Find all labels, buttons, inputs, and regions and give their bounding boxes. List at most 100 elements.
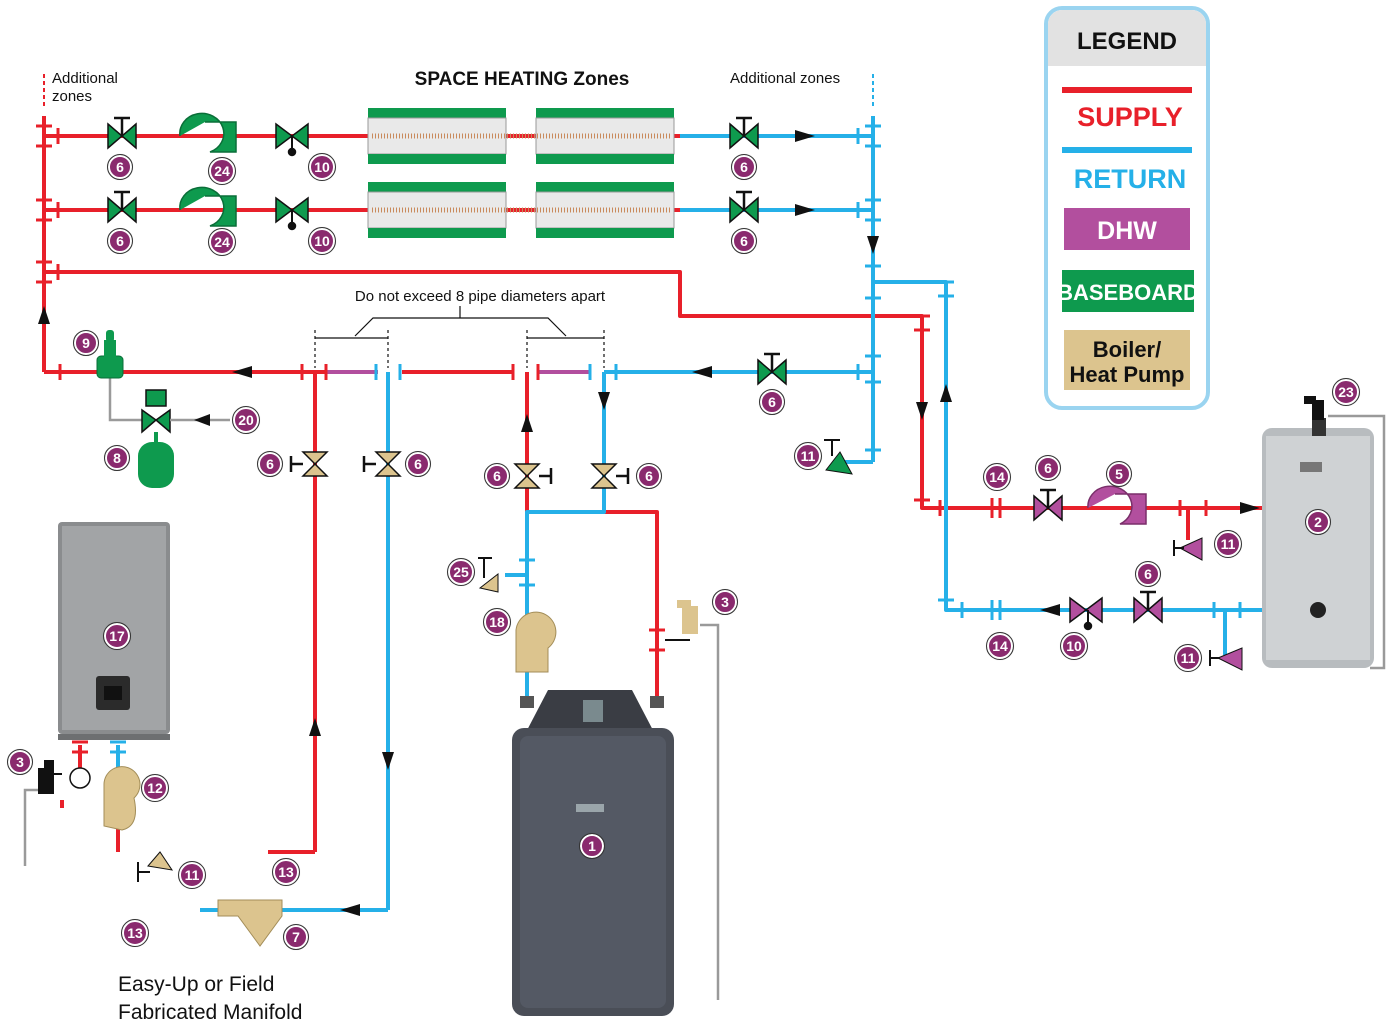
svg-text:6: 6	[740, 233, 748, 249]
heat-pump-circulator	[103, 766, 141, 831]
svg-text:10: 10	[1066, 638, 1082, 654]
svg-text:18: 18	[489, 614, 505, 630]
zone-circulator-2	[179, 186, 237, 227]
callout-badge-ring	[141, 774, 169, 802]
callout-badge-ring	[7, 749, 33, 775]
callout-badge: 13	[121, 919, 149, 947]
callout-badge: 11	[1174, 644, 1202, 672]
svg-text:10: 10	[314, 159, 330, 175]
svg-text:11: 11	[801, 448, 816, 464]
callout-badge: 6	[636, 463, 662, 489]
manifold-label-line2: Fabricated Manifold	[118, 1001, 302, 1024]
legend-return: RETURN	[1074, 164, 1187, 194]
additional-zones-left-line1: Additional	[52, 70, 118, 87]
diagram-title: SPACE HEATING Zones	[415, 69, 630, 90]
spacing-note: Do not exceed 8 pipe diameters apart	[355, 288, 606, 305]
svg-text:6: 6	[740, 159, 748, 175]
callout-badge-ring	[272, 858, 300, 886]
callout-badge-ring	[483, 608, 511, 636]
baseboard-heater	[367, 182, 675, 238]
legend-dhw: DHW	[1097, 217, 1157, 245]
callout-badge-ring	[484, 463, 510, 489]
legend-boiler-swatch	[1064, 330, 1190, 390]
zone-circulator-1	[179, 112, 237, 153]
callout-badge-ring	[1135, 561, 1161, 587]
svg-text:25: 25	[453, 564, 469, 580]
legend-boiler-line1: Boiler/	[1093, 337, 1161, 362]
svg-text:3: 3	[721, 594, 729, 610]
callout-badge: 3	[712, 589, 738, 615]
callout-badge: 12	[141, 774, 169, 802]
callout-badge: 10	[1060, 632, 1088, 660]
svg-text:6: 6	[645, 468, 653, 484]
callout-badge: 6	[107, 228, 133, 254]
callout-badge: 5	[1106, 461, 1132, 487]
callout-badge: 23	[1332, 378, 1360, 406]
svg-text:6: 6	[116, 159, 124, 175]
callout-badge: 6	[484, 463, 510, 489]
callout-badge: 1	[579, 833, 605, 859]
dhw-drain-valve-supply	[1173, 537, 1203, 561]
additional-zones-right: Additional zones	[730, 70, 840, 87]
isolation-valve-zone2-supply	[107, 190, 137, 224]
legend-boiler-line2: Heat Pump	[1070, 362, 1185, 387]
legend-baseboard: BASEBOARD	[1057, 280, 1199, 305]
svg-text:11: 11	[1181, 650, 1196, 666]
callout-badge: 8	[104, 445, 130, 471]
legend-heading: LEGEND	[1077, 28, 1177, 55]
callout-badge: 24	[208, 157, 236, 185]
callout-badge: 6	[731, 154, 757, 180]
callout-badge: 11	[794, 442, 822, 470]
svg-text:23: 23	[1338, 384, 1354, 400]
dhw-isolation-valve-return	[1133, 590, 1163, 624]
callout-badge-ring	[636, 463, 662, 489]
svg-text:11: 11	[1221, 536, 1236, 552]
callout-badge: 13	[272, 858, 300, 886]
boiler	[512, 690, 674, 1016]
pressure-gauge	[69, 767, 91, 789]
callout-badge-ring	[308, 153, 336, 181]
callout-badge-ring	[121, 919, 149, 947]
callout-badge-ring	[107, 228, 133, 254]
callout-badge: 10	[308, 227, 336, 255]
callout-badge: 9	[73, 330, 99, 356]
relief-discharge-lines	[23, 375, 1386, 1000]
callout-badge-ring	[1060, 632, 1088, 660]
svg-text:12: 12	[147, 780, 163, 796]
callout-badge: 20	[232, 406, 260, 434]
pipe-fittings	[36, 124, 1208, 754]
svg-text:6: 6	[493, 468, 501, 484]
callout-badge-ring	[308, 227, 336, 255]
legend-dhw-swatch	[1064, 208, 1190, 250]
callout-badge: 24	[208, 228, 236, 256]
callout-badge-ring	[579, 833, 605, 859]
callout-badge-ring	[73, 330, 99, 356]
callout-badge-ring	[104, 445, 130, 471]
callout-badge-ring	[257, 451, 283, 477]
callout-badge: 17	[103, 622, 131, 650]
spacing-bracket	[314, 306, 605, 368]
dhw-isolation-valve-supply	[1033, 488, 1063, 522]
callout-badge-ring	[1214, 530, 1242, 558]
callout-badge-ring	[405, 451, 431, 477]
callout-badge: 10	[308, 153, 336, 181]
callout-badge: 6	[257, 451, 283, 477]
svg-text:1: 1	[588, 838, 596, 854]
callout-badge: 11	[1214, 530, 1242, 558]
svg-text:24: 24	[214, 163, 230, 179]
svg-text:6: 6	[1044, 460, 1052, 476]
boiler-circulator	[515, 611, 557, 673]
svg-text:6: 6	[266, 456, 274, 472]
baseboard-heater	[367, 108, 675, 164]
return-drain-valve	[824, 439, 853, 475]
isolation-valve-boiler-return-left	[362, 451, 402, 477]
callout-badge-ring	[178, 861, 206, 889]
svg-text:11: 11	[185, 867, 200, 883]
svg-text:13: 13	[278, 864, 294, 880]
callout-badge: 6	[107, 154, 133, 180]
callout-badge-ring	[1174, 644, 1202, 672]
callout-badge: 14	[986, 632, 1014, 660]
callout-badge: 6	[1035, 455, 1061, 481]
return-pipe-fittings	[110, 124, 1242, 754]
